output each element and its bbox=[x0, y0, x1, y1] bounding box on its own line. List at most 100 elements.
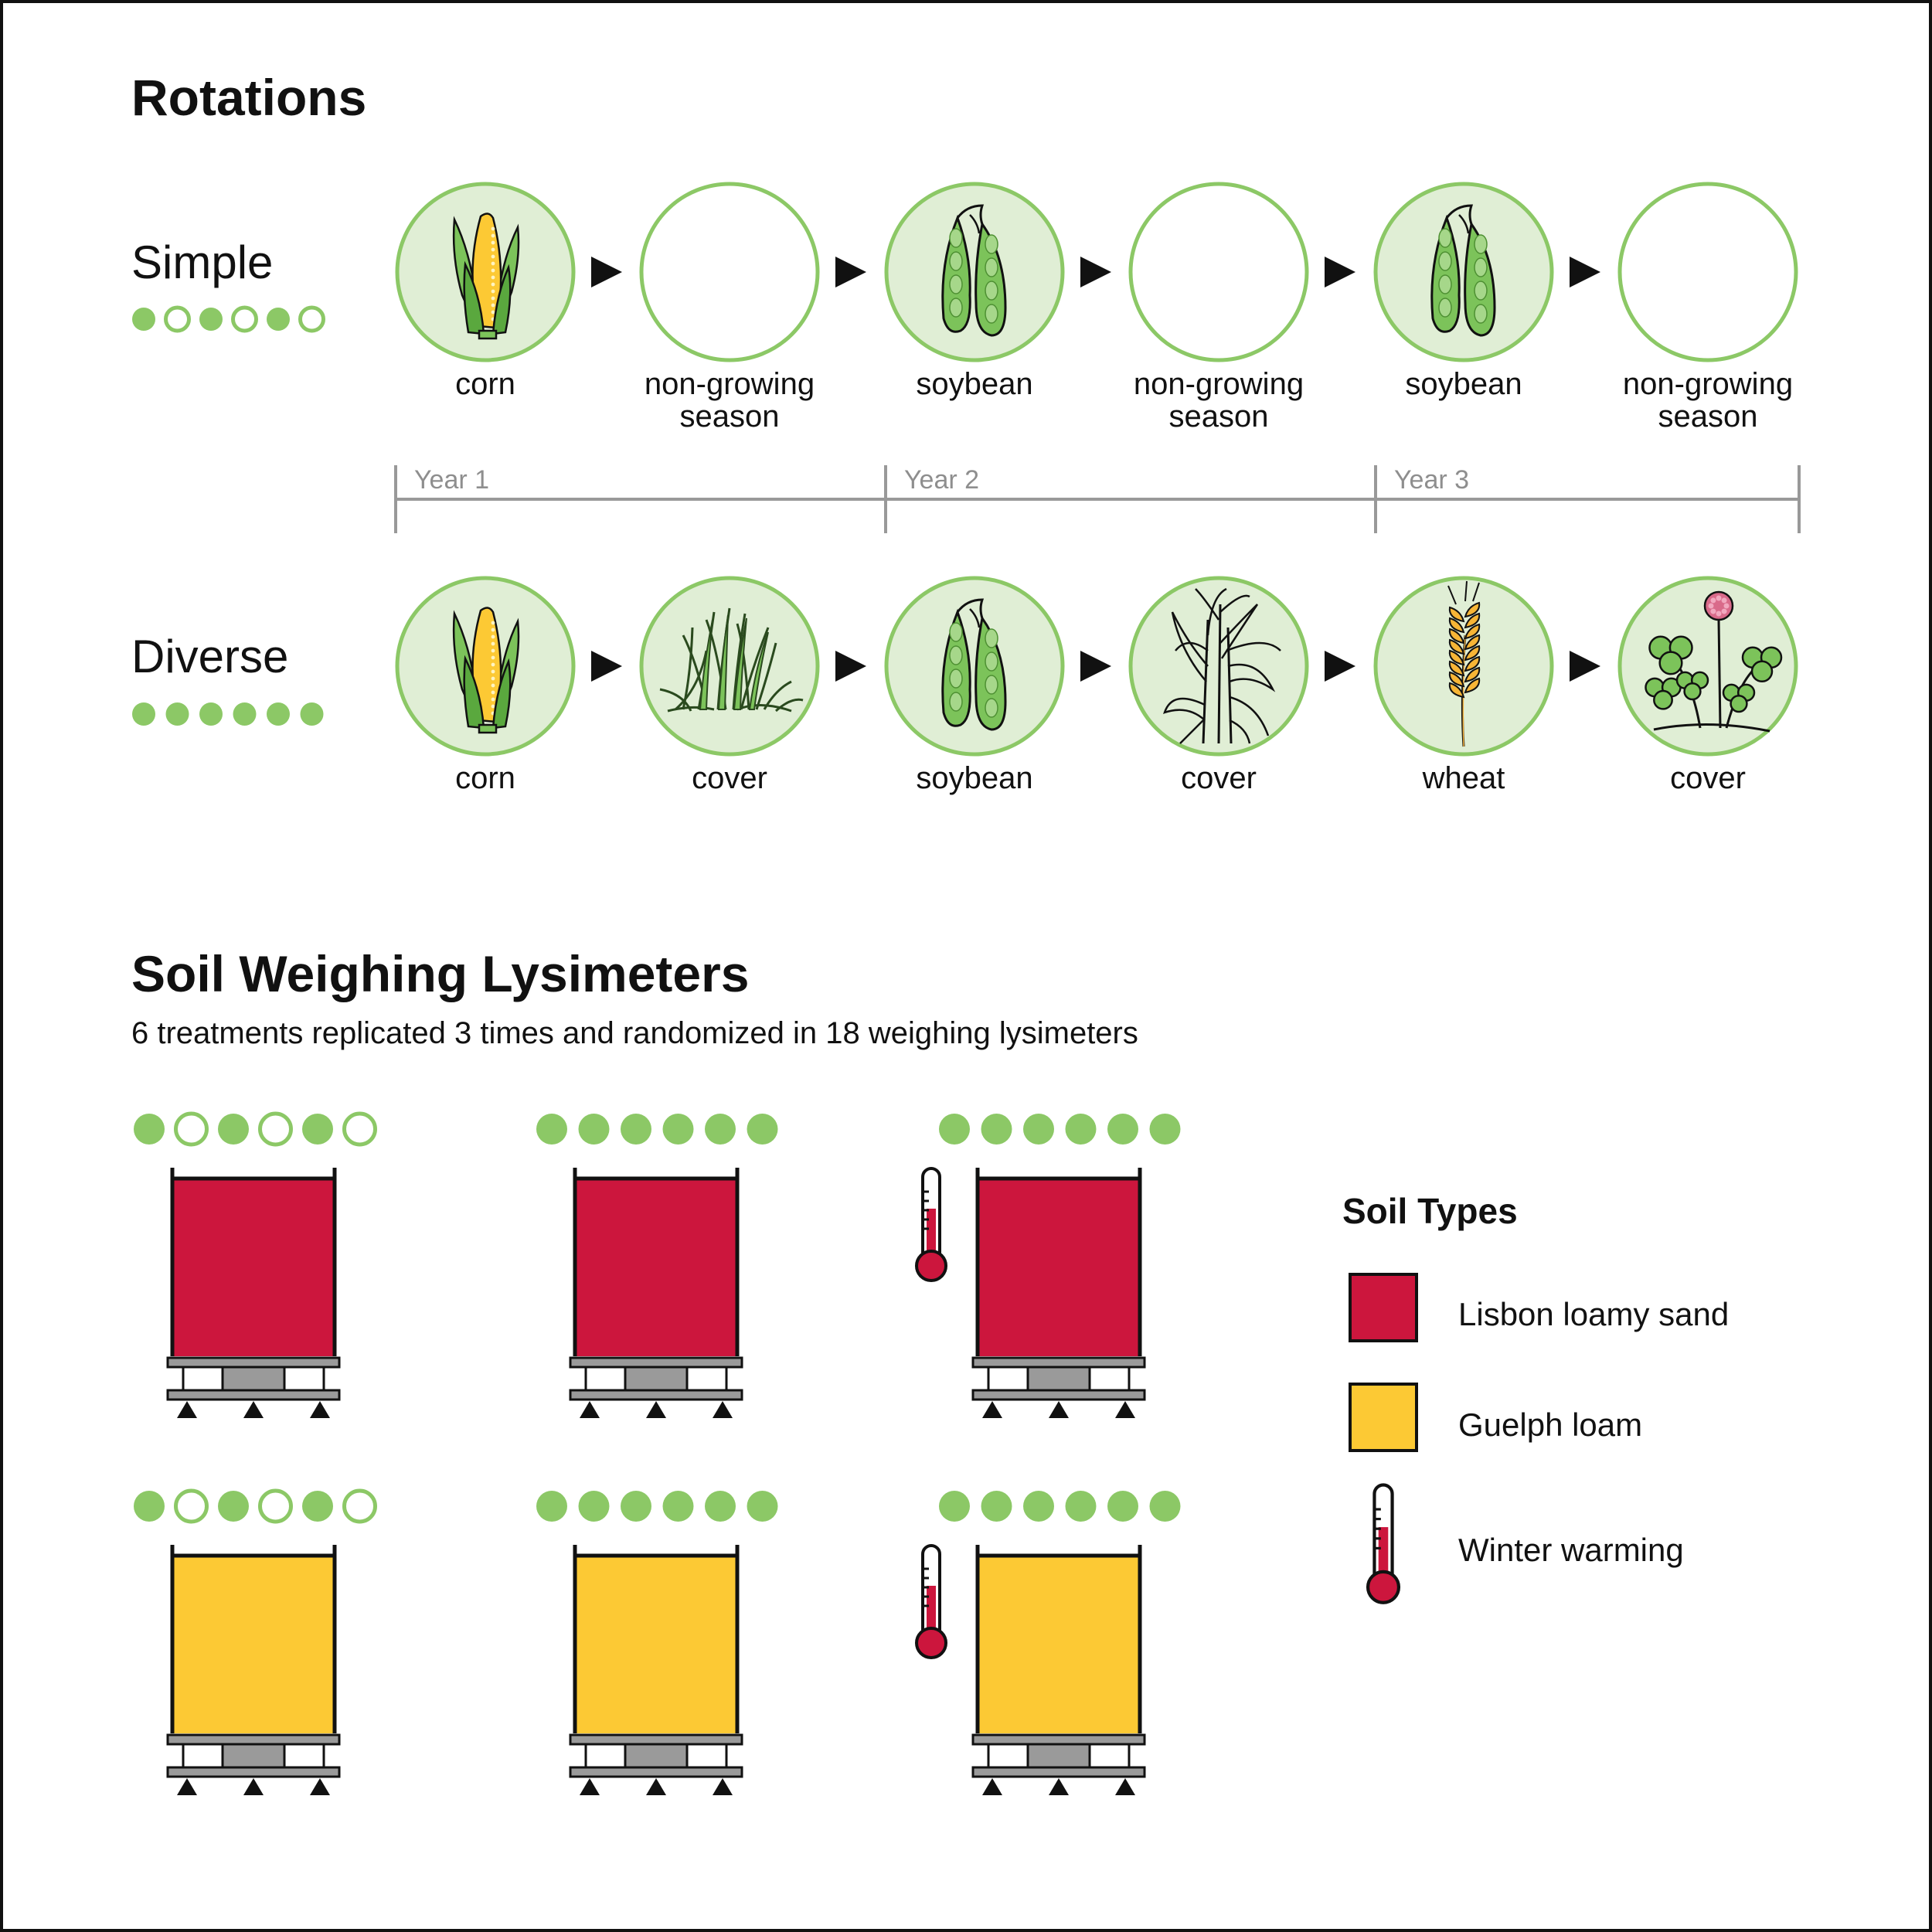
arrow-right-icon bbox=[835, 257, 866, 287]
treatment-dot-filled bbox=[233, 702, 257, 726]
stage-circle bbox=[1617, 182, 1798, 362]
soil-column bbox=[575, 1179, 737, 1356]
thermometer-icon bbox=[915, 1167, 947, 1282]
stage-label: season bbox=[680, 400, 780, 434]
rotation-dots-diverse bbox=[132, 702, 324, 726]
soil-column bbox=[978, 1179, 1140, 1356]
treatment-dot-filled bbox=[705, 1491, 736, 1522]
tall-grass-icon bbox=[1163, 587, 1281, 744]
thermometer-icon bbox=[1366, 1483, 1401, 1604]
soybean-icon bbox=[941, 598, 1007, 731]
stage-grass: cover bbox=[639, 576, 866, 795]
treatment-dot-filled bbox=[132, 308, 155, 331]
treatment-dot-empty bbox=[342, 1488, 377, 1524]
treatment-dot-empty bbox=[164, 305, 191, 333]
treatment-dot-filled bbox=[662, 1491, 694, 1522]
stage-label: soybean bbox=[916, 367, 1032, 401]
soil-column bbox=[575, 1556, 737, 1733]
weighing-platform bbox=[971, 1733, 1146, 1795]
soil-column bbox=[172, 1179, 335, 1356]
stage-label: soybean bbox=[1405, 367, 1522, 401]
stage-label: season bbox=[1169, 400, 1269, 434]
stage-circle bbox=[639, 576, 820, 757]
treatment-dot-filled bbox=[1107, 1491, 1138, 1522]
stage-corn: corn bbox=[395, 182, 622, 401]
stage-wheat: wheat bbox=[1373, 576, 1600, 795]
lysimeter-guelph bbox=[971, 1545, 1146, 1795]
treatment-dot-filled bbox=[981, 1114, 1012, 1145]
stage-circle bbox=[1373, 182, 1554, 362]
treatment-dot-filled bbox=[662, 1114, 694, 1145]
stage-circle bbox=[639, 182, 820, 362]
treatment-dot-filled bbox=[621, 1114, 651, 1145]
lysimeter-dots bbox=[134, 1111, 377, 1147]
soybean-icon bbox=[1430, 204, 1496, 337]
arrow-right-icon bbox=[591, 257, 622, 287]
corn-icon bbox=[452, 213, 520, 340]
lysimeter-guelph bbox=[569, 1545, 743, 1795]
lysimeter-lisbon bbox=[971, 1168, 1146, 1418]
treatment-dot-filled bbox=[578, 1114, 610, 1145]
treatment-dot-filled bbox=[621, 1491, 651, 1522]
treatment-dot-empty bbox=[231, 305, 258, 333]
thermometer-icon bbox=[915, 1544, 947, 1659]
row-label-simple: Simple bbox=[131, 236, 274, 288]
lysimeter-lisbon bbox=[569, 1168, 743, 1418]
year-label: Year 1 bbox=[414, 465, 489, 495]
lysimeter-guelph bbox=[166, 1545, 341, 1795]
weighing-platform bbox=[166, 1356, 341, 1418]
arrow-right-icon bbox=[835, 651, 866, 682]
stage-label: wheat bbox=[1422, 761, 1505, 795]
arrow-right-icon bbox=[1080, 651, 1111, 682]
stage-corn: corn bbox=[395, 576, 622, 795]
stage-circle bbox=[1617, 576, 1798, 757]
treatment-dot-filled bbox=[536, 1114, 567, 1145]
legend-title: Soil Types bbox=[1342, 1191, 1518, 1231]
treatment-dot-filled bbox=[267, 702, 290, 726]
stage-label: soybean bbox=[916, 761, 1032, 795]
treatment-dot-filled bbox=[199, 702, 223, 726]
stage-soybean: soybean bbox=[1373, 182, 1600, 401]
corn-icon bbox=[452, 607, 520, 734]
stage-label: cover bbox=[1670, 761, 1746, 795]
weighing-platform bbox=[971, 1356, 1146, 1418]
treatment-dot-filled bbox=[132, 702, 155, 726]
treatment-dot-filled bbox=[939, 1114, 970, 1145]
arrow-right-icon bbox=[1570, 257, 1600, 287]
stage-label: season bbox=[1658, 400, 1758, 434]
stage-label: corn bbox=[455, 761, 515, 795]
stage-soybean: soybean bbox=[884, 182, 1111, 401]
treatment-dot-filled bbox=[1023, 1114, 1054, 1145]
weighing-platform bbox=[569, 1356, 743, 1418]
stage-soybean: soybean bbox=[884, 576, 1111, 795]
treatment-dot-filled bbox=[1149, 1114, 1181, 1145]
treatment-dot-filled bbox=[1065, 1114, 1097, 1145]
wheat-icon bbox=[1447, 580, 1481, 747]
arrow-right-icon bbox=[591, 651, 622, 682]
lysimeter-dots bbox=[939, 1491, 1181, 1522]
stage-tall-grass: cover bbox=[1128, 576, 1355, 795]
arrow-right-icon bbox=[1570, 651, 1600, 682]
legend-swatch-lisbon bbox=[1349, 1273, 1418, 1342]
treatment-dot-filled bbox=[939, 1491, 970, 1522]
treatment-dot-filled bbox=[302, 1114, 333, 1145]
treatment-dot-empty bbox=[342, 1111, 377, 1147]
clover-icon bbox=[1645, 590, 1783, 733]
year-label: Year 3 bbox=[1394, 465, 1469, 495]
lysimeter-lisbon bbox=[166, 1168, 341, 1418]
treatment-dot-filled bbox=[705, 1114, 736, 1145]
treatment-dot-filled bbox=[747, 1114, 778, 1145]
treatment-dot-filled bbox=[302, 1491, 333, 1522]
stage-label: cover bbox=[1181, 761, 1257, 795]
legend-label-guelph: Guelph loam bbox=[1458, 1406, 1643, 1443]
treatment-dot-empty bbox=[174, 1488, 209, 1524]
lysimeter-dots bbox=[134, 1488, 377, 1524]
rotation-row-diverse: corn cover soybean cover wheat cover bbox=[395, 576, 1798, 795]
treatment-dot-filled bbox=[536, 1491, 567, 1522]
